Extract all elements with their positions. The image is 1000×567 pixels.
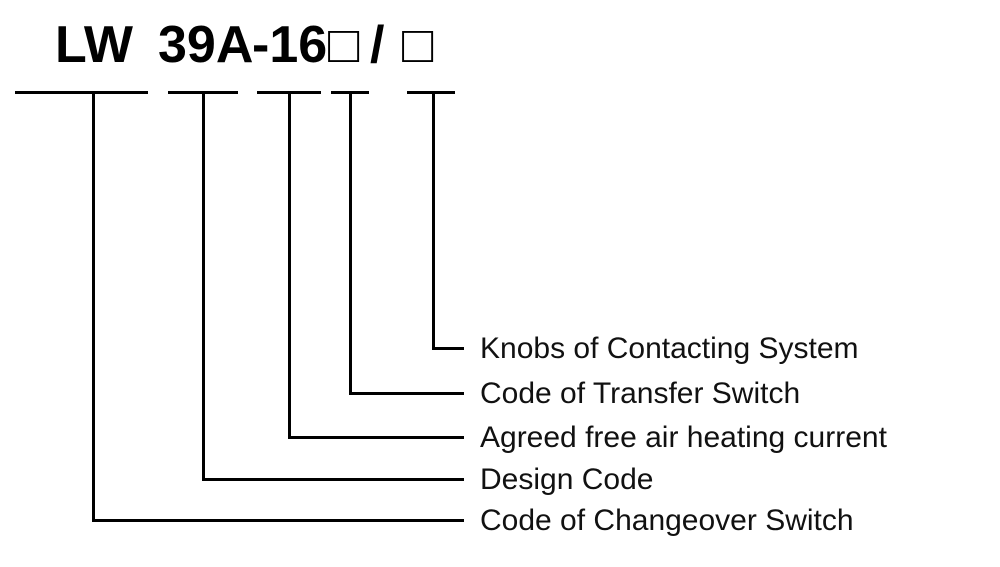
connector-horizontal-changeover: [92, 519, 464, 522]
label-agreed-free-air-heating: Agreed free air heating current: [480, 421, 887, 454]
model-code-prefix: LW: [55, 16, 133, 74]
underline-prefix: [15, 91, 148, 94]
connector-vertical-changeover: [92, 91, 95, 522]
connector-vertical-knobs: [432, 91, 435, 350]
label-design-code: Design Code: [480, 463, 654, 496]
connector-vertical-heating: [288, 91, 291, 439]
connector-vertical-transfer: [349, 91, 352, 395]
connector-horizontal-transfer: [349, 392, 464, 395]
model-code-transfer-box: □: [328, 16, 360, 74]
model-code-heating-current: -16: [252, 16, 328, 74]
connector-horizontal-knobs: [432, 347, 464, 350]
connector-horizontal-design: [202, 478, 464, 481]
label-code-of-changeover-switch: Code of Changeover Switch: [480, 504, 854, 537]
model-code-design: 39A: [158, 16, 254, 74]
model-code-slash: /: [370, 16, 385, 74]
connector-horizontal-heating: [288, 436, 464, 439]
underline-knobs-box: [407, 91, 455, 94]
label-code-of-transfer-switch: Code of Transfer Switch: [480, 377, 801, 410]
label-knobs-of-contacting-system: Knobs of Contacting System: [480, 332, 859, 365]
model-code-knobs-box: □: [402, 16, 434, 74]
connector-vertical-design: [202, 91, 205, 481]
